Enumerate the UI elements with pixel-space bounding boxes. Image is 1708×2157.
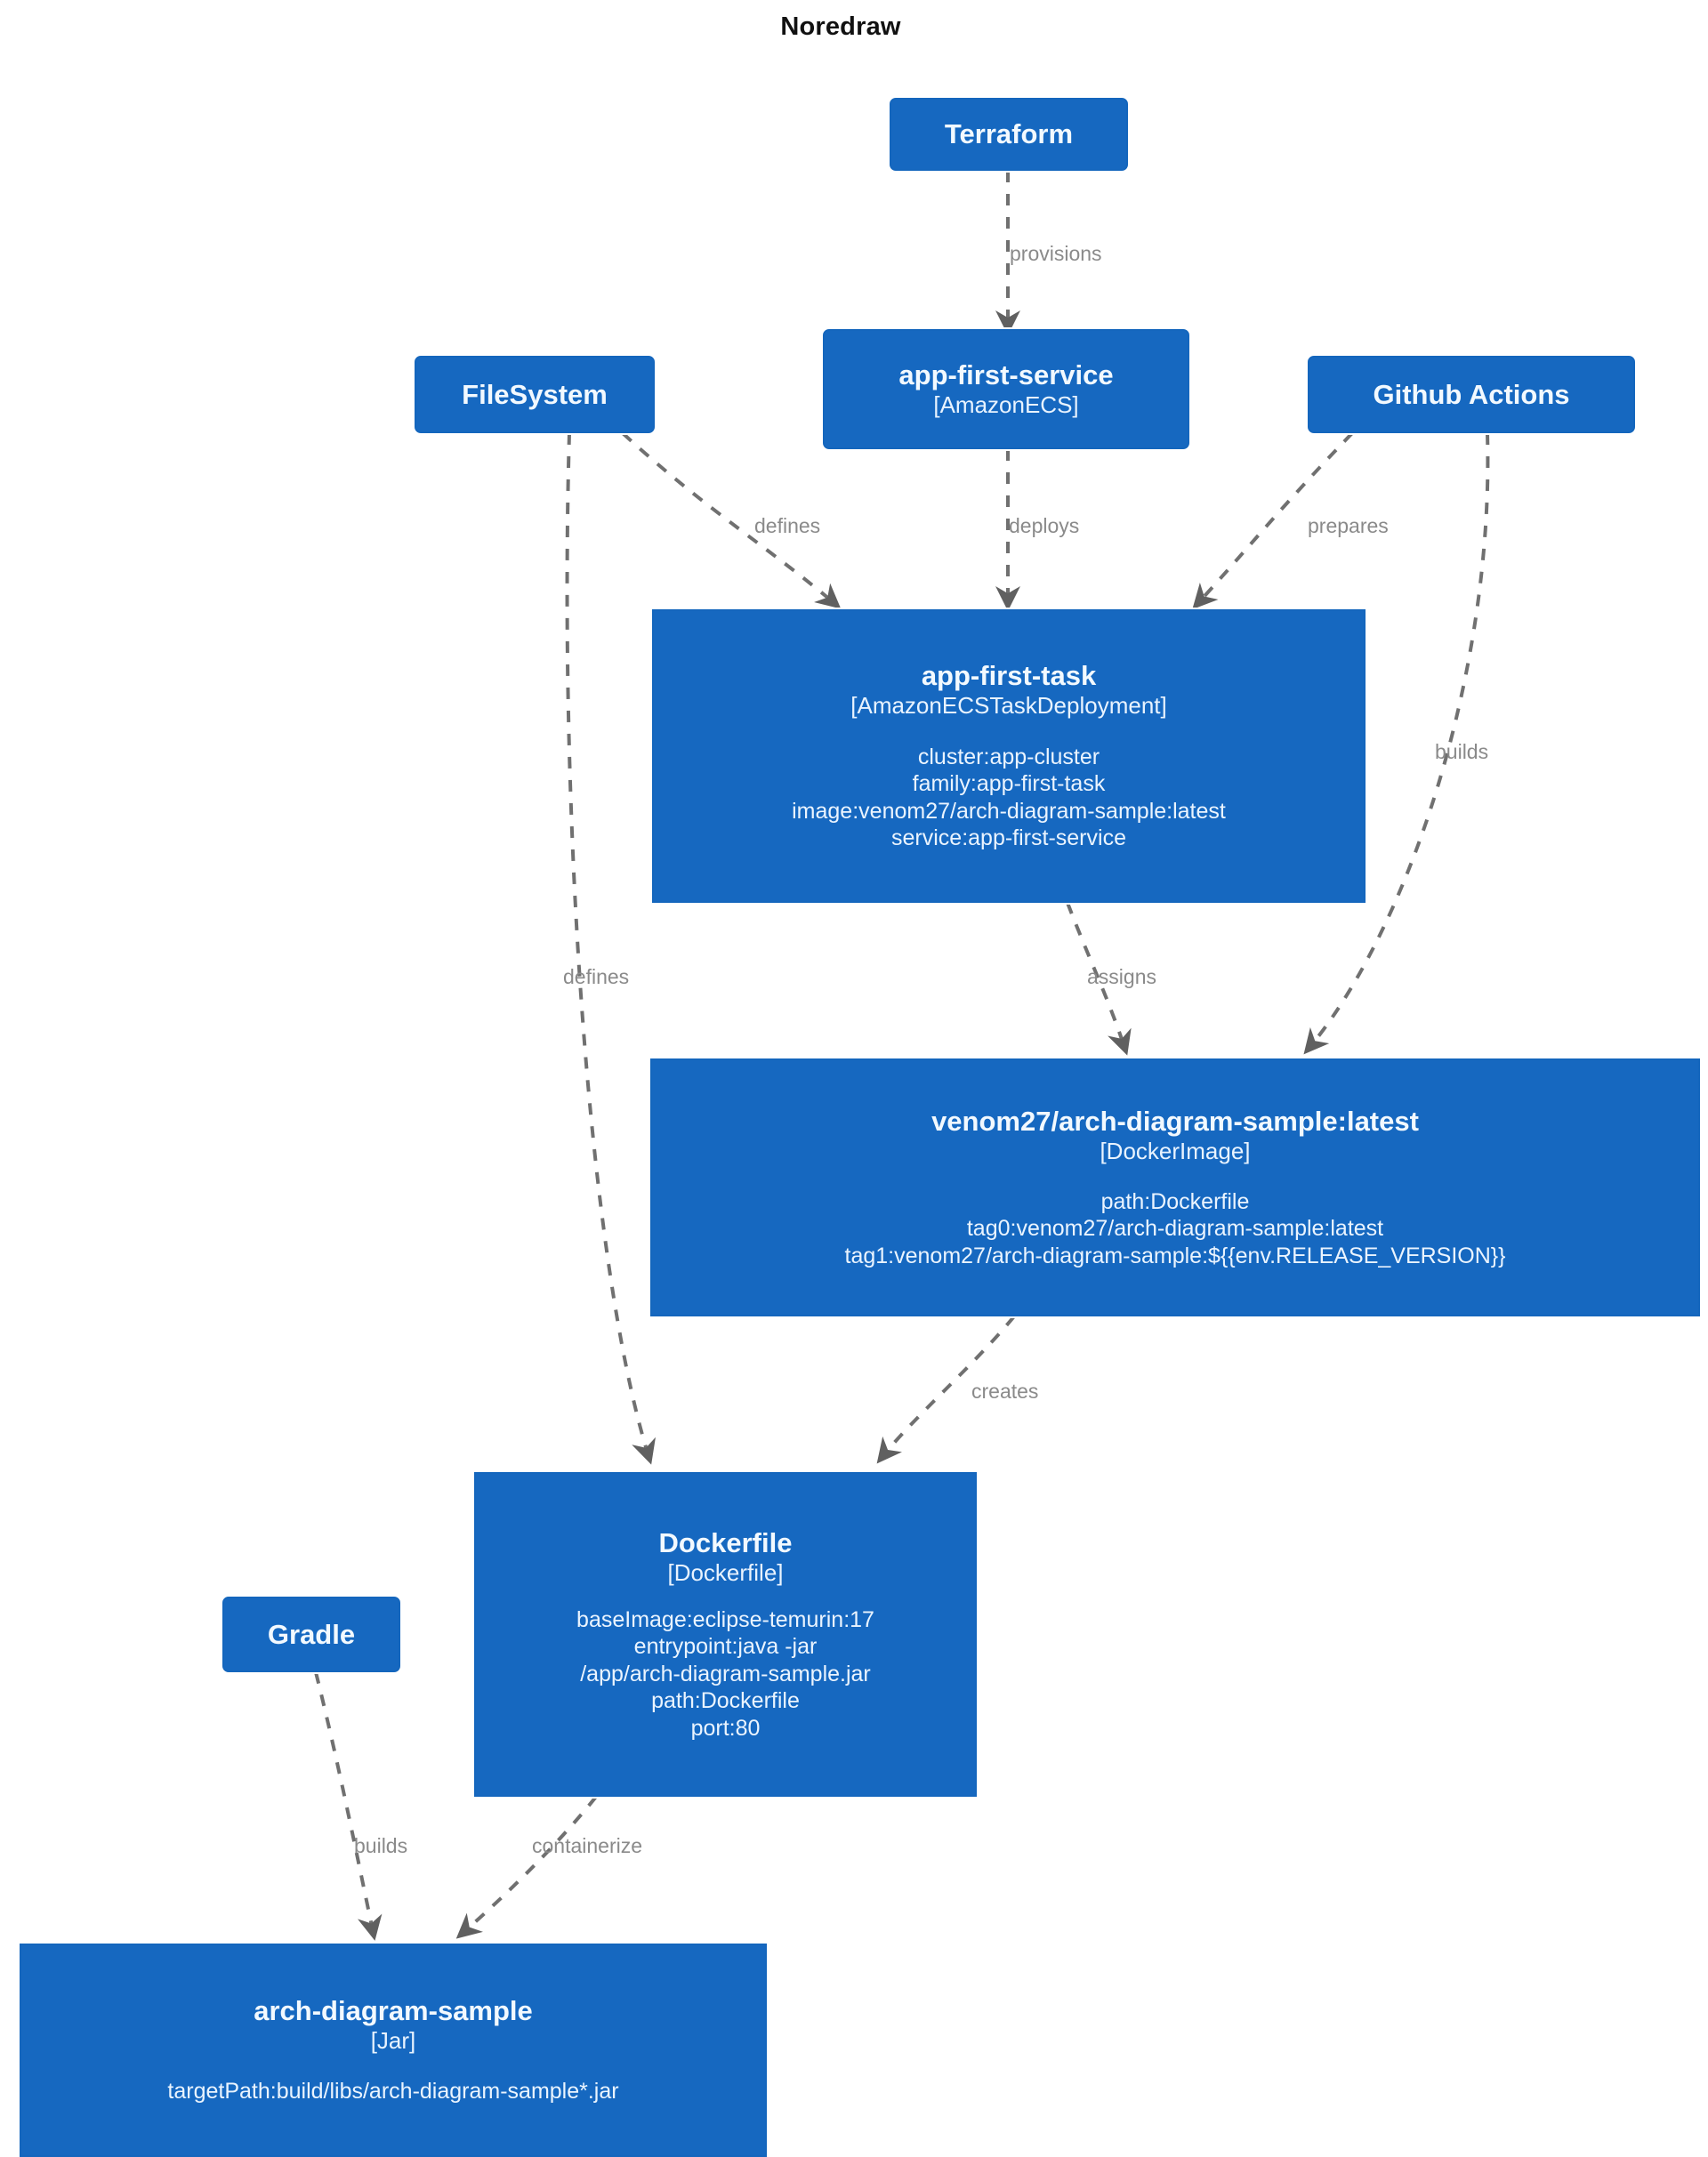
node-dockerfile-type: [Dockerfile] — [667, 1558, 784, 1586]
node-jar-title: arch-diagram-sample — [254, 1995, 533, 2027]
diagram-title: Noredraw — [780, 12, 901, 41]
node-filesystem[interactable]: FileSystem — [415, 356, 655, 433]
edge-label-builds-image: builds — [1435, 740, 1489, 763]
node-docker-image-props: path:Dockerfile tag0:venom27/arch-diagra… — [844, 1188, 1506, 1268]
edge-label-prepares: prepares — [1308, 514, 1389, 537]
edge-label-assigns: assigns — [1087, 965, 1156, 988]
node-docker-image-title: venom27/arch-diagram-sample:latest — [931, 1105, 1419, 1137]
edge-label-defines-task: defines — [754, 514, 821, 537]
edge-label-deploys: deploys — [1009, 514, 1080, 537]
node-github-actions[interactable]: Github Actions — [1308, 356, 1635, 433]
node-jar-props: targetPath:build/libs/arch-diagram-sampl… — [167, 2079, 619, 2105]
node-app-first-service-title: app-first-service — [898, 358, 1114, 390]
node-github-actions-title: Github Actions — [1373, 378, 1570, 410]
edge-label-provisions: provisions — [1010, 242, 1102, 265]
edge-label-creates: creates — [971, 1380, 1039, 1403]
node-app-first-service-type: [AmazonECS] — [933, 390, 1079, 418]
node-jar-type: [Jar] — [370, 2027, 416, 2055]
node-terraform[interactable]: Terraform — [890, 98, 1128, 171]
node-dockerfile[interactable]: Dockerfile [Dockerfile] baseImage:eclips… — [474, 1472, 977, 1797]
edge-label-defines-dockerfile: defines — [563, 965, 630, 988]
node-filesystem-title: FileSystem — [462, 378, 608, 410]
node-gradle-title: Gradle — [267, 1618, 356, 1650]
node-app-first-task-title: app-first-task — [921, 660, 1097, 692]
node-docker-image-type: [DockerImage] — [1100, 1137, 1251, 1164]
node-app-first-task-type: [AmazonECSTaskDeployment] — [850, 692, 1167, 720]
node-dockerfile-title: Dockerfile — [658, 1526, 793, 1558]
node-terraform-title: Terraform — [944, 118, 1074, 150]
node-docker-image[interactable]: venom27/arch-diagram-sample:latest [Dock… — [650, 1058, 1700, 1316]
node-app-first-task[interactable]: app-first-task [AmazonECSTaskDeployment]… — [652, 609, 1366, 903]
node-dockerfile-props: baseImage:eclipse-temurin:17 entrypoint:… — [576, 1606, 874, 1741]
node-gradle[interactable]: Gradle — [222, 1597, 400, 1672]
edge-gradle-to-jar — [314, 1671, 383, 1941]
edge-dockerfile-to-jar — [455, 1795, 598, 1939]
node-jar[interactable]: arch-diagram-sample [Jar] targetPath:bui… — [20, 1944, 767, 2157]
node-app-first-service[interactable]: app-first-service [AmazonECS] — [823, 329, 1189, 449]
edge-label-containerize: containerize — [532, 1834, 643, 1857]
edge-label-builds-jar: builds — [354, 1834, 408, 1857]
node-app-first-task-props: cluster:app-cluster family:app-first-tas… — [792, 744, 1226, 851]
edge-filesystem-to-dockerfile — [565, 432, 656, 1465]
